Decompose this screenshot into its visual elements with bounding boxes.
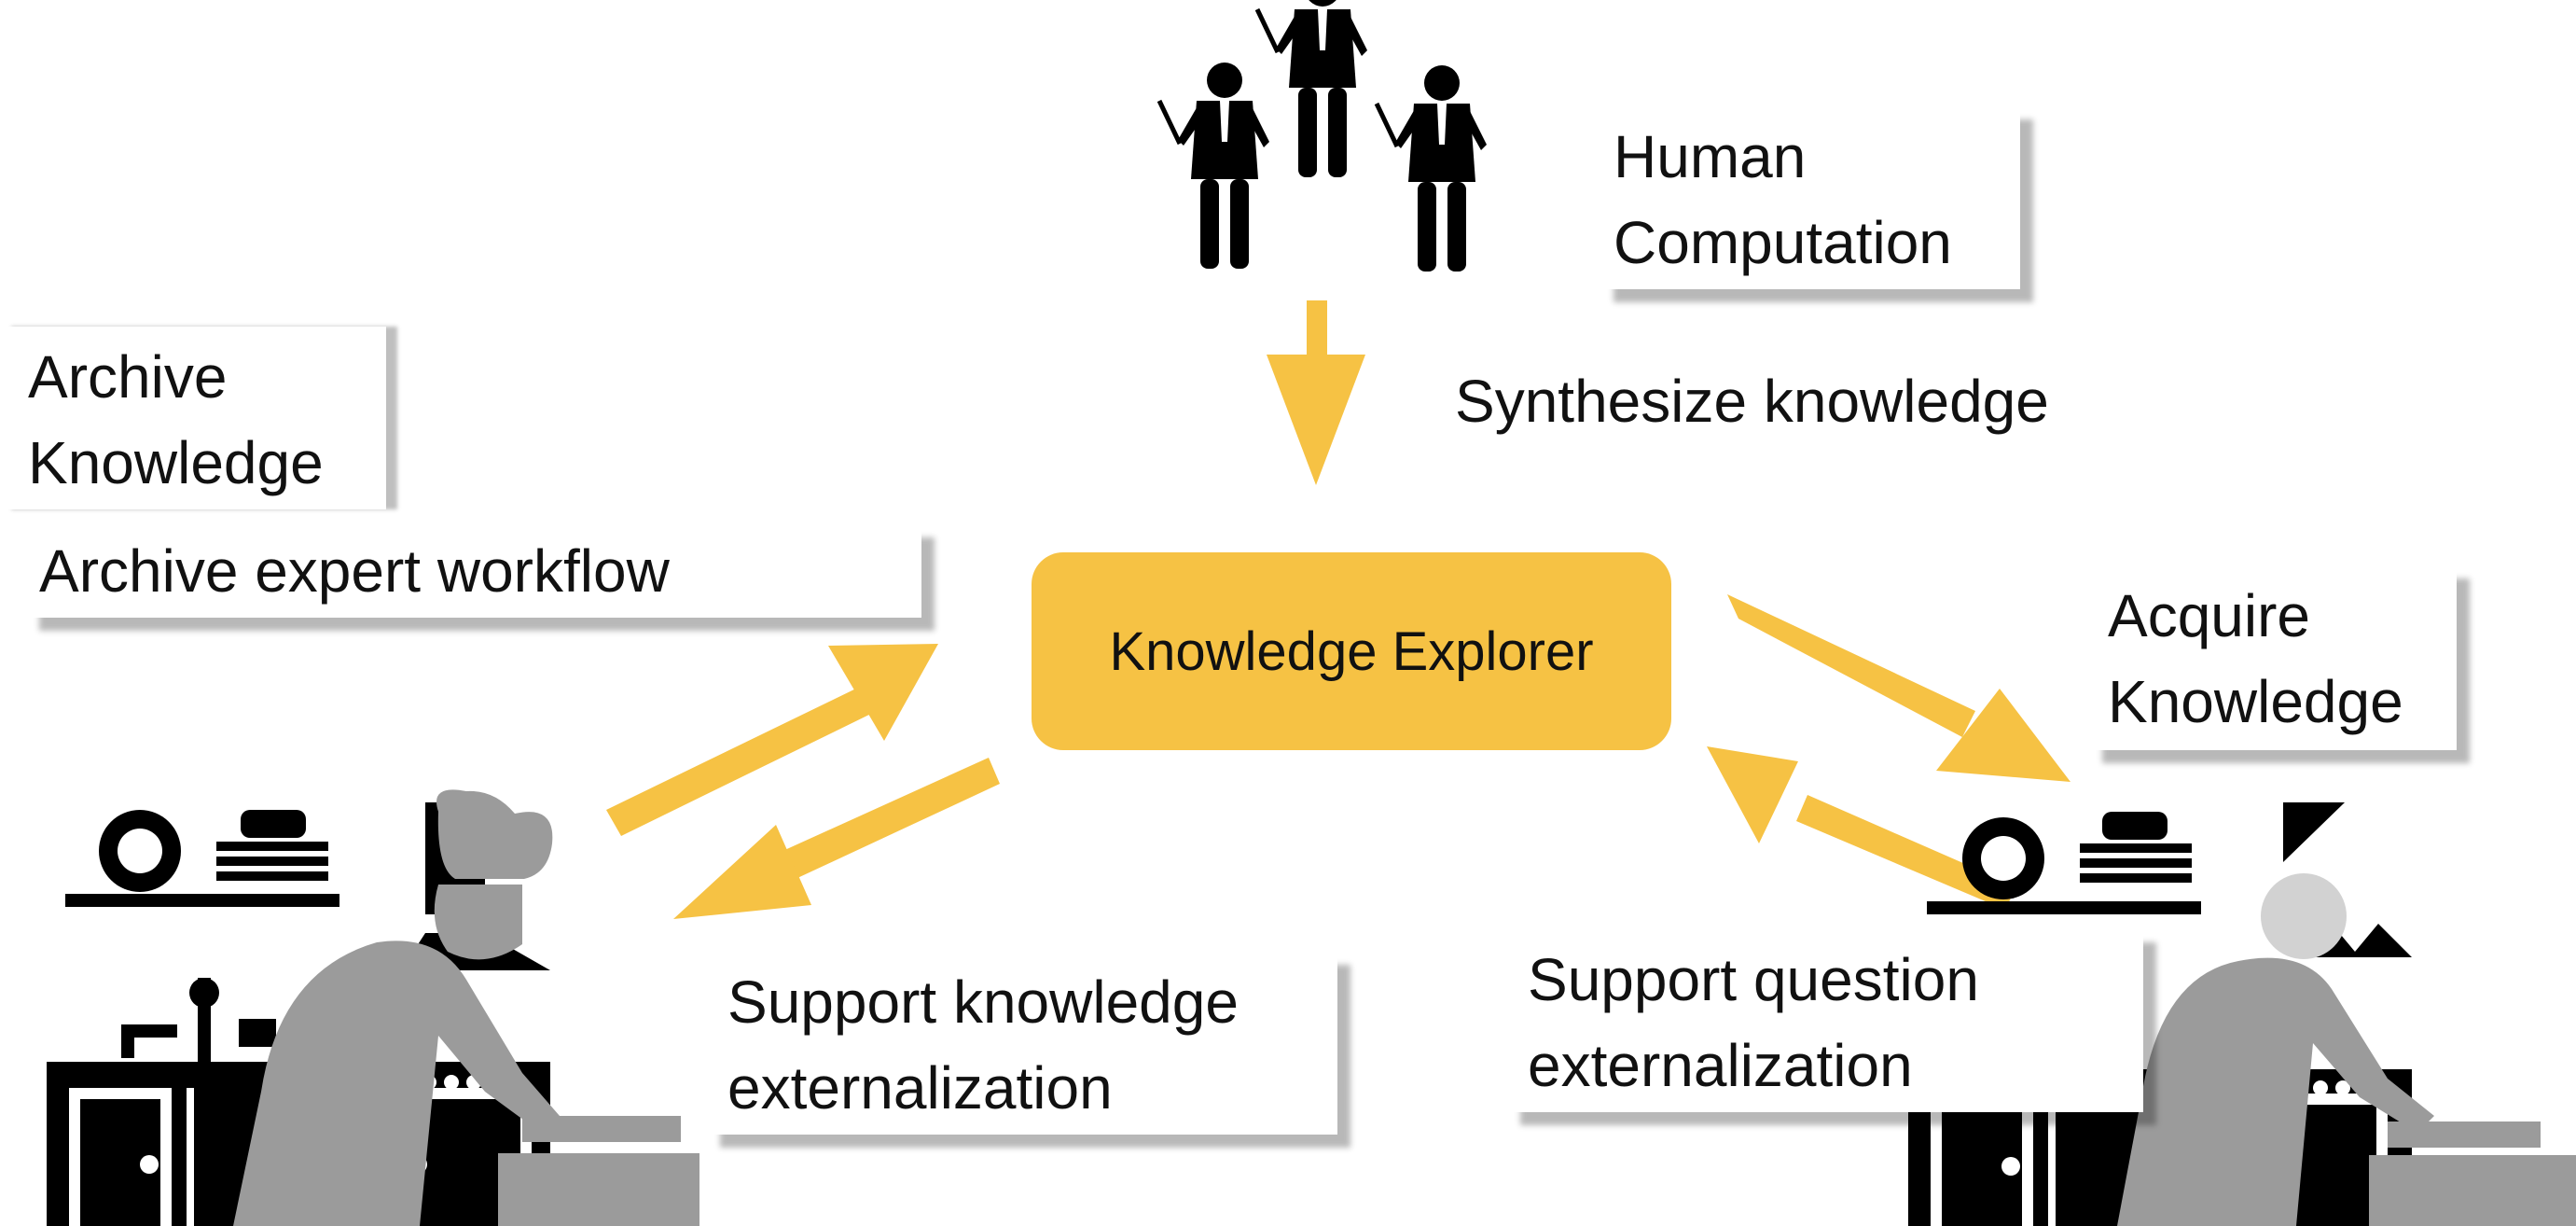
arrow-synthesize <box>1267 300 1365 485</box>
support-question-line1: Support question <box>1528 946 1979 1013</box>
presenter-icon <box>1159 0 1487 272</box>
arrow-question <box>1707 746 2016 910</box>
archive-workflow-label: Archive expert workflow <box>39 537 670 605</box>
support-knowledge-box: Support knowledge externalization <box>707 952 1337 1135</box>
archive-knowledge-line2: Knowledge <box>28 429 324 496</box>
support-question-line2: externalization <box>1528 1032 1913 1099</box>
knowledge-explorer-box[interactable]: Knowledge Explorer <box>1032 552 1671 750</box>
human-computation-box: Human Computation <box>1600 106 2020 289</box>
arrow-acquire <box>1727 594 2070 782</box>
arrow-archive <box>606 644 938 836</box>
archive-workflow-box: Archive expert workflow <box>26 524 921 618</box>
learner-cooking-icon <box>1908 802 2576 1226</box>
human-computation-line1: Human <box>1613 123 1807 190</box>
synthesize-knowledge-label: Synthesize knowledge <box>1455 368 2049 435</box>
arrow-externalize-knowledge <box>673 758 1000 919</box>
chef-cooking-icon <box>47 789 699 1226</box>
acquire-knowledge-line1: Acquire <box>2108 582 2310 649</box>
archive-knowledge-line1: Archive <box>28 343 228 411</box>
acquire-knowledge-line2: Knowledge <box>2108 668 2403 735</box>
support-knowledge-line2: externalization <box>727 1054 1113 1122</box>
acquire-knowledge-box: Acquire Knowledge <box>2089 565 2457 750</box>
support-question-box: Support question externalization <box>1507 929 2143 1112</box>
support-knowledge-line1: Support knowledge <box>727 968 1239 1036</box>
human-computation-line2: Computation <box>1613 209 1952 276</box>
archive-knowledge-box: Archive Knowledge <box>0 327 386 509</box>
knowledge-explorer-label: Knowledge Explorer <box>1109 620 1594 682</box>
